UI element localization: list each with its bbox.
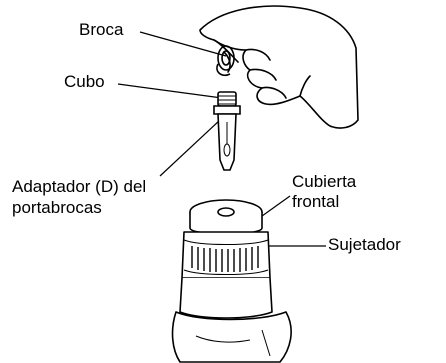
label-cubierta-line1: Cubierta (292, 172, 356, 192)
label-adaptador-line2: portabrocas (12, 198, 102, 218)
label-cubo: Cubo (64, 72, 105, 92)
drill-chuck-icon (173, 200, 292, 362)
label-broca: Broca (79, 20, 123, 40)
label-cubierta-line2: frontal (292, 192, 339, 212)
label-adaptador-line1: Adaptador (D) del (12, 177, 146, 197)
drill-bit-icon (217, 46, 234, 75)
chuck-adapter-icon (214, 92, 240, 170)
label-sujetador: Sujetador (328, 235, 401, 255)
